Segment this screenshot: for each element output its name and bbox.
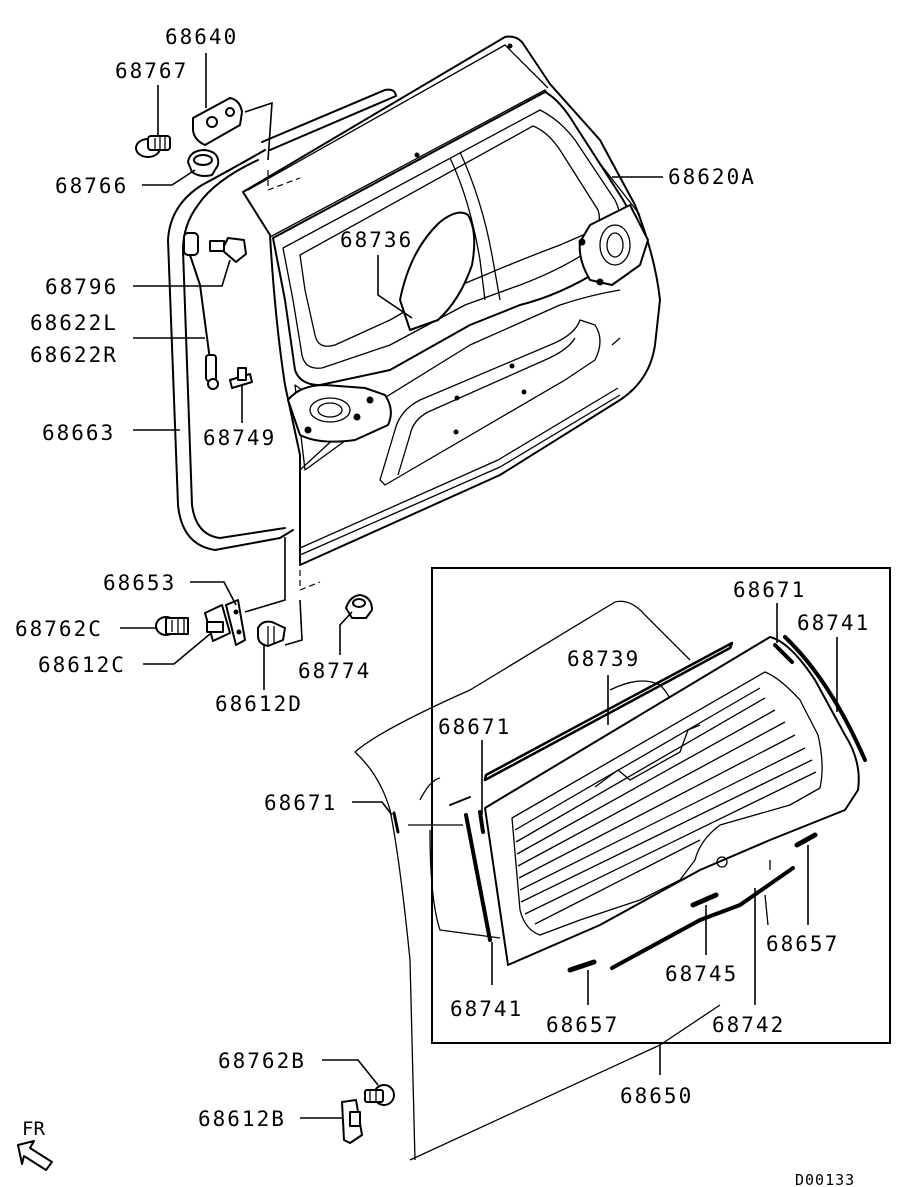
callout-68612D: 68612D <box>215 692 303 716</box>
molding-68739 <box>449 641 734 806</box>
callout-68766: 68766 <box>55 174 128 198</box>
spacer-68671-a <box>773 643 794 664</box>
callout-68671-mid: 68671 <box>438 715 511 739</box>
callout-68739: 68739 <box>567 647 640 671</box>
striker-68653 <box>225 599 246 646</box>
callout-68741-right: 68741 <box>797 611 870 635</box>
bolt-68762B <box>364 1084 395 1106</box>
callout-68774: 68774 <box>298 659 371 683</box>
callout-68622L: 68622L <box>30 311 118 335</box>
hinge-bracket-68640 <box>192 97 243 146</box>
callout-68736: 68736 <box>340 228 413 252</box>
hinge-68612B <box>341 1099 363 1144</box>
callout-68796: 68796 <box>45 275 118 299</box>
callout-68762C: 68762C <box>15 617 103 641</box>
bolt-68767 <box>135 135 171 158</box>
clip-68766 <box>187 149 220 177</box>
rear-glass-68650 <box>484 636 860 966</box>
callout-68671-left: 68671 <box>264 791 337 815</box>
molding-68741-right <box>783 635 867 762</box>
callout-68663: 68663 <box>42 421 115 445</box>
callout-68640: 68640 <box>165 25 238 49</box>
callout-68749: 68749 <box>203 426 276 450</box>
molding-68742 <box>610 866 795 970</box>
molding-68741-left <box>464 813 492 942</box>
spacer-68671-b <box>478 810 485 834</box>
ball-stud-68796 <box>209 237 247 263</box>
callout-labels: 68640 68767 68766 68620A 68736 68796 686… <box>15 25 870 1187</box>
tailgate-panel <box>242 35 661 566</box>
gas-strut-68622 <box>183 232 219 390</box>
callout-68742: 68742 <box>712 1013 785 1037</box>
tailgate-weatherstrip <box>167 88 397 551</box>
spacer-68671-c <box>392 811 400 834</box>
hinge-68612C <box>204 604 231 642</box>
inset-box <box>431 567 891 1044</box>
callout-68657-bottom: 68657 <box>546 1013 619 1037</box>
callout-68650: 68650 <box>620 1084 693 1108</box>
spacer-68657-b <box>794 832 818 848</box>
hinge-68612D <box>257 620 286 647</box>
callout-68657-right: 68657 <box>766 932 839 956</box>
dashed-guides-top <box>244 101 321 646</box>
callout-68741-left: 68741 <box>450 997 523 1021</box>
callout-68653: 68653 <box>103 571 176 595</box>
callout-68612C: 68612C <box>38 653 126 677</box>
clip-68774 <box>345 594 373 619</box>
stud-68749 <box>229 367 253 389</box>
callout-68745: 68745 <box>665 962 738 986</box>
front-direction-label: FR <box>22 1118 45 1140</box>
leader-lines <box>120 53 838 1119</box>
drawing-code: D00133 <box>795 1171 855 1187</box>
callout-68622R: 68622R <box>30 343 118 367</box>
spacer-68657-a <box>567 959 597 973</box>
callout-68671-top: 68671 <box>733 578 806 602</box>
callout-68620A: 68620A <box>668 165 756 189</box>
bolt-68762C <box>155 616 189 636</box>
callout-68762B: 68762B <box>218 1049 306 1073</box>
front-direction-arrow-icon <box>17 1140 53 1171</box>
callout-68767: 68767 <box>115 59 188 83</box>
spacer-68745 <box>690 892 719 908</box>
callout-68612B: 68612B <box>198 1107 286 1131</box>
